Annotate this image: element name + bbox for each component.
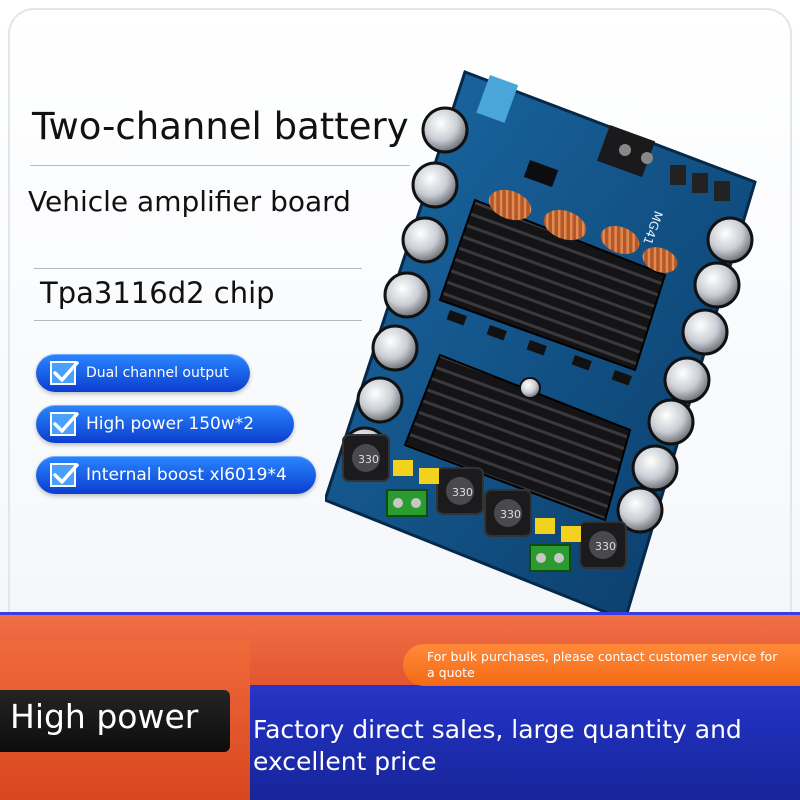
feature-dual-channel: Dual channel output — [36, 354, 250, 392]
feature-label: Internal boost xl6019*4 — [86, 465, 287, 485]
amplifier-board-image: MG41 330 330 — [323, 70, 765, 630]
feature-internal-boost: Internal boost xl6019*4 — [36, 456, 316, 494]
footer-tagline: Factory direct sales, large quantity and… — [253, 715, 742, 776]
capacitor-row-right — [616, 216, 754, 534]
feature-label: Dual channel output — [86, 365, 229, 381]
checkbox-icon — [50, 361, 79, 385]
title-divider — [30, 165, 410, 166]
svg-text:330: 330 — [358, 453, 379, 466]
feature-label: High power 150w*2 — [86, 414, 255, 434]
checkbox-icon — [50, 412, 79, 436]
chip-label: Tpa3116d2 chip — [40, 276, 275, 310]
svg-text:330: 330 — [452, 486, 473, 499]
bulk-notice: For bulk purchases, please contact custo… — [427, 649, 778, 680]
checkbox-icon — [50, 463, 79, 487]
chip-divider-bottom — [34, 320, 362, 321]
headline-subtitle: Vehicle amplifier board — [28, 185, 351, 218]
bulk-notice-pill — [403, 644, 800, 686]
headline-title: Two-channel battery — [32, 105, 409, 148]
svg-text:330: 330 — [595, 540, 616, 553]
chip-divider-top — [34, 268, 362, 269]
svg-text:330: 330 — [500, 508, 521, 521]
high-power-badge — [0, 690, 230, 752]
feature-high-power: High power 150w*2 — [36, 405, 294, 443]
high-power-label: High power — [10, 697, 199, 736]
